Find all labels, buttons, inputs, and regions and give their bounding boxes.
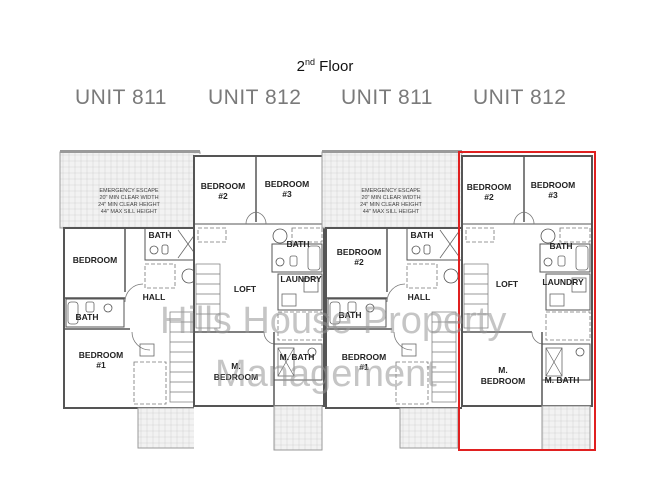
- unit-labels: UNIT 811 UNIT 812 UNIT 811 UNIT 812: [0, 86, 650, 112]
- unit-label-811-b: UNIT 811: [341, 86, 433, 109]
- room-bath-top: BATH: [149, 230, 172, 240]
- unit-label-812-b: UNIT 812: [473, 86, 567, 109]
- unit-812-plan-b: [461, 153, 593, 455]
- room-mbedroom-c: M.: [498, 365, 507, 375]
- room-mbath-c: M. BATH: [545, 375, 580, 385]
- room-bath-top-b: BATH: [411, 230, 434, 240]
- room-bedroom1: BEDROOM: [79, 350, 123, 360]
- svg-text:EMERGENCY ESCAPE: EMERGENCY ESCAPE: [361, 188, 421, 194]
- room-bedroom1-num: #1: [96, 360, 106, 370]
- unit-label-811-a: UNIT 811: [75, 86, 167, 109]
- room-loft-c: LOFT: [496, 279, 519, 289]
- svg-text:20" MIN CLEAR WIDTH: 20" MIN CLEAR WIDTH: [99, 195, 158, 201]
- room-bedroom2-num-c: #2: [484, 192, 494, 202]
- unit-812-plan-a: [193, 153, 325, 455]
- room-hall-b: HALL: [408, 292, 431, 302]
- room-mbedroom: M.: [231, 361, 240, 371]
- room-bedroom2-num: #2: [218, 191, 228, 201]
- floor-suffix: nd: [304, 57, 315, 67]
- room-bath-lower: BATH: [76, 312, 99, 322]
- floor-word: Floor: [319, 58, 354, 75]
- room-bath: BATH: [287, 239, 310, 249]
- svg-text:44" MAX SILL HEIGHT: 44" MAX SILL HEIGHT: [363, 209, 420, 215]
- room-mbedroom-2-c: BEDROOM: [481, 376, 525, 386]
- room-mbath: M. BATH: [280, 352, 315, 362]
- room-hall: HALL: [143, 292, 166, 302]
- room-bedroom1-num-b: #1: [359, 362, 369, 372]
- floor-title: 2nd Floor: [0, 57, 650, 75]
- room-bedroom2-b: BEDROOM: [337, 247, 381, 257]
- selected-unit-highlight: [458, 151, 596, 451]
- egress-note-b: EMERGENCY ESCAPE 20" MIN CLEAR WIDTH 24"…: [360, 188, 422, 215]
- room-bath-lower-b: BATH: [339, 310, 362, 320]
- svg-text:24" MIN CLEAR HEIGHT: 24" MIN CLEAR HEIGHT: [98, 202, 160, 208]
- room-bedroom3-num-c: #3: [548, 190, 558, 200]
- room-bedroom2-num-b: #2: [354, 257, 364, 267]
- room-bedroom3-num: #3: [282, 189, 292, 199]
- room-bedroom3: BEDROOM: [265, 179, 309, 189]
- room-laundry: LAUNDRY: [280, 274, 322, 284]
- svg-text:20" MIN CLEAR WIDTH: 20" MIN CLEAR WIDTH: [361, 195, 420, 201]
- room-bedroom3-c: BEDROOM: [531, 180, 575, 190]
- unit-label-812-a: UNIT 812: [208, 86, 302, 109]
- room-bedroom: BEDROOM: [73, 255, 117, 265]
- svg-text:44" MAX SILL HEIGHT: 44" MAX SILL HEIGHT: [101, 209, 158, 215]
- egress-note-a: EMERGENCY ESCAPE 20" MIN CLEAR WIDTH 24"…: [98, 188, 160, 215]
- room-mbedroom-2: BEDROOM: [214, 372, 258, 382]
- room-bedroom2-c: BEDROOM: [467, 182, 511, 192]
- room-bedroom1-b: BEDROOM: [342, 352, 386, 362]
- svg-text:24" MIN CLEAR HEIGHT: 24" MIN CLEAR HEIGHT: [360, 202, 422, 208]
- room-bath-c: BATH: [550, 241, 573, 251]
- room-laundry-c: LAUNDRY: [542, 277, 584, 287]
- room-loft: LOFT: [234, 284, 257, 294]
- room-bedroom2: BEDROOM: [201, 181, 245, 191]
- svg-text:EMERGENCY ESCAPE: EMERGENCY ESCAPE: [99, 188, 159, 194]
- floor-number: 2: [296, 58, 305, 75]
